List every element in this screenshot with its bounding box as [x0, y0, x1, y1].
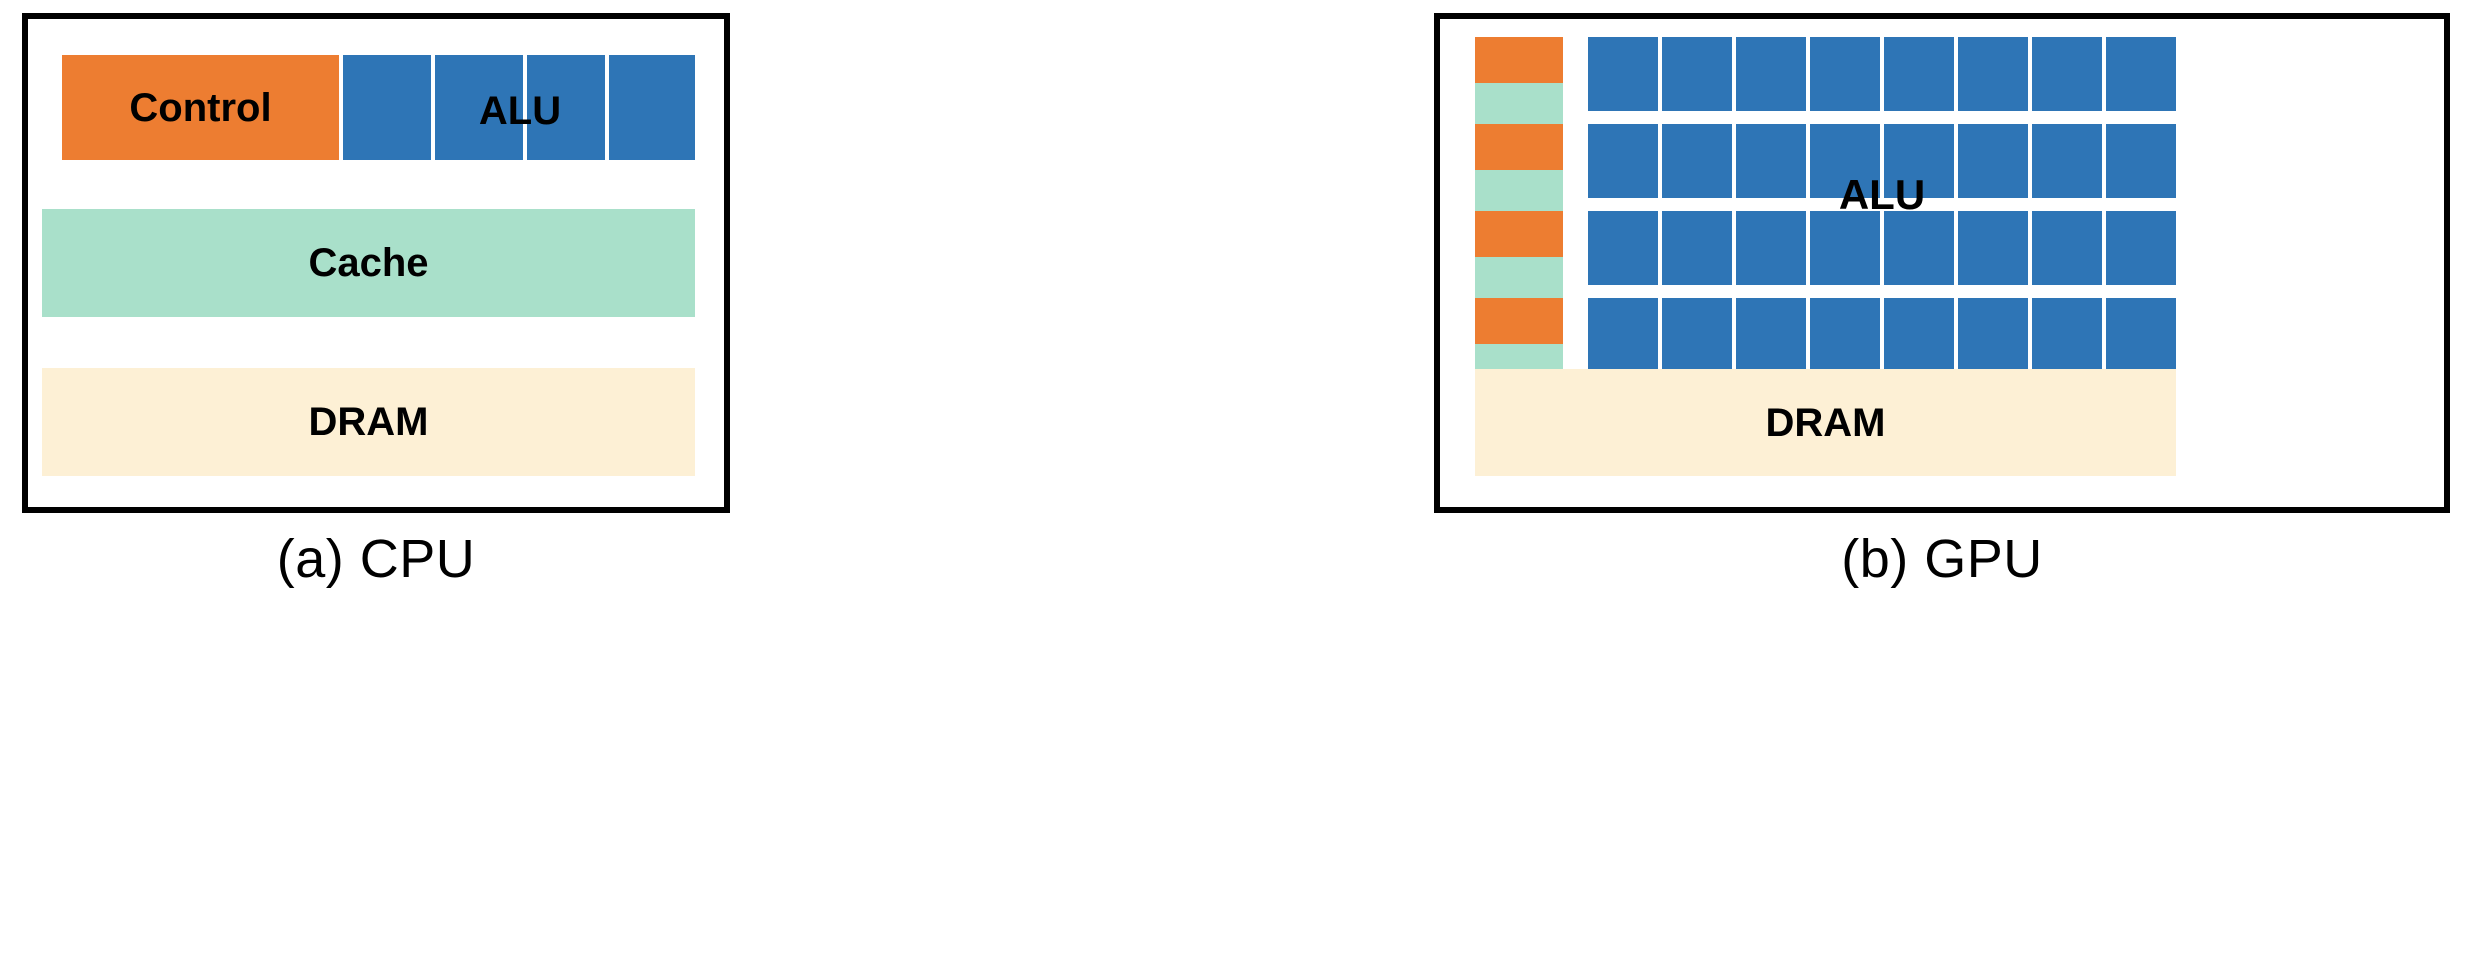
cpu-panel: Control ALU Cache DRAM [22, 13, 730, 513]
gpu-alu-cell [1662, 298, 1732, 372]
gpu-alu-cell [1588, 298, 1658, 372]
gpu-alu-cell [2032, 211, 2102, 285]
gpu-alu-cell [2106, 124, 2176, 198]
gpu-alu-cell [1884, 298, 1954, 372]
cpu-control-block: Control [62, 55, 339, 160]
cpu-alu-block-1 [343, 55, 431, 160]
gpu-alu-cell [1662, 211, 1732, 285]
gpu-alu-cell [1662, 124, 1732, 198]
gpu-cache-block-2 [1475, 170, 1563, 216]
cpu-control-label: Control [129, 85, 272, 130]
gpu-alu-cell [1588, 37, 1658, 111]
gpu-alu-cell [2032, 124, 2102, 198]
gpu-control-block-4 [1475, 298, 1563, 344]
gpu-cache-block-3 [1475, 257, 1563, 303]
cpu-dram-block: DRAM [42, 368, 695, 476]
cpu-alu-block-4 [609, 55, 695, 160]
gpu-control-block-2 [1475, 124, 1563, 170]
gpu-alu-cell [2106, 298, 2176, 372]
gpu-alu-cell [2032, 298, 2102, 372]
gpu-alu-cell [1588, 211, 1658, 285]
gpu-alu-cell [1958, 124, 2028, 198]
gpu-alu-cell [1884, 124, 1954, 198]
gpu-control-block-1 [1475, 37, 1563, 83]
gpu-dram-label: DRAM [1765, 400, 1886, 445]
gpu-alu-cell [1588, 124, 1658, 198]
cpu-cache-block: Cache [42, 209, 695, 317]
gpu-alu-cell [1884, 37, 1954, 111]
gpu-alu-cell [1958, 298, 2028, 372]
gpu-alu-cell [2106, 211, 2176, 285]
gpu-alu-cell [1810, 37, 1880, 111]
gpu-alu-cell [1958, 37, 2028, 111]
gpu-alu-cell [1884, 211, 1954, 285]
gpu-alu-cell [1810, 124, 1880, 198]
gpu-alu-cell [1736, 298, 1806, 372]
cpu-dram-label: DRAM [308, 400, 429, 444]
gpu-alu-cell [1958, 211, 2028, 285]
gpu-cache-block-1 [1475, 83, 1563, 129]
gpu-alu-cell [2032, 37, 2102, 111]
gpu-alu-cell [1736, 37, 1806, 111]
gpu-dram-block: DRAM [1475, 369, 2176, 476]
cpu-alu-block-2 [435, 55, 523, 160]
gpu-alu-cell [2106, 37, 2176, 111]
cpu-caption: (a) CPU [276, 529, 476, 589]
cpu-cache-label: Cache [308, 241, 429, 285]
gpu-caption: (b) GPU [1841, 529, 2043, 589]
gpu-alu-cell [1736, 124, 1806, 198]
gpu-alu-cell [1662, 37, 1732, 111]
gpu-alu-cell [1810, 298, 1880, 372]
gpu-panel: ALU DRAM [1434, 13, 2450, 513]
gpu-alu-cell [1810, 211, 1880, 285]
cpu-alu-block-3 [527, 55, 605, 160]
gpu-control-block-3 [1475, 211, 1563, 257]
gpu-alu-cell [1736, 211, 1806, 285]
